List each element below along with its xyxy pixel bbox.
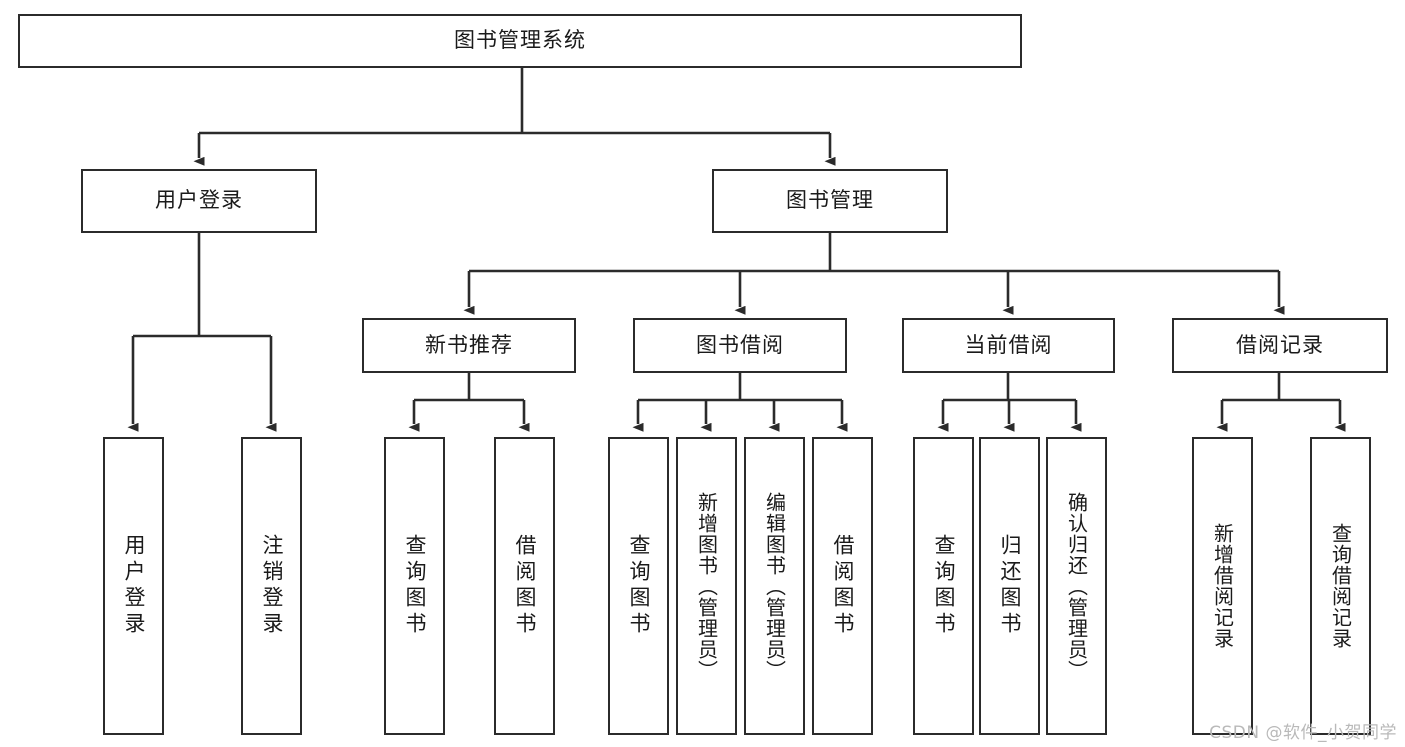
- leaf-borrow-book-2-label: 借阅图书: [831, 534, 855, 638]
- leaf-edit-book[interactable]: 编辑图书（管理员）: [744, 437, 805, 735]
- node-user-login[interactable]: 用户登录: [81, 169, 317, 233]
- leaf-return-book[interactable]: 归还图书: [979, 437, 1040, 735]
- leaf-add-record-label: 新增借阅记录: [1210, 523, 1235, 649]
- node-current-borrow-label: 当前借阅: [964, 332, 1053, 357]
- node-current-borrow[interactable]: 当前借阅: [902, 318, 1115, 373]
- node-book-manage-label: 图书管理: [786, 188, 874, 213]
- leaf-logout[interactable]: 注销登录: [241, 437, 302, 735]
- node-borrow-record[interactable]: 借阅记录: [1172, 318, 1388, 373]
- leaf-borrow-book-2[interactable]: 借阅图书: [812, 437, 873, 735]
- leaf-query-record[interactable]: 查询借阅记录: [1310, 437, 1371, 735]
- leaf-confirm-return[interactable]: 确认归还（管理员）: [1046, 437, 1107, 735]
- node-borrow-record-label: 借阅记录: [1236, 332, 1324, 357]
- leaf-borrow-book-1[interactable]: 借阅图书: [494, 437, 555, 735]
- node-new-book-rec[interactable]: 新书推荐: [362, 318, 576, 373]
- leaf-edit-book-label: 编辑图书（管理员）: [762, 491, 787, 681]
- leaf-query-book-3[interactable]: 查询图书: [913, 437, 974, 735]
- leaf-confirm-return-label: 确认归还（管理员）: [1064, 491, 1089, 681]
- leaf-query-book-3-label: 查询图书: [932, 534, 956, 638]
- leaf-user-login-label: 用户登录: [122, 534, 146, 638]
- leaf-return-book-label: 归还图书: [998, 534, 1022, 638]
- leaf-add-book[interactable]: 新增图书（管理员）: [676, 437, 737, 735]
- node-root-label: 图书管理系统: [454, 28, 586, 53]
- leaf-logout-label: 注销登录: [260, 534, 284, 638]
- node-book-borrow[interactable]: 图书借阅: [633, 318, 847, 373]
- node-new-book-rec-label: 新书推荐: [425, 332, 513, 357]
- leaf-query-book-2-label: 查询图书: [627, 534, 651, 638]
- leaf-query-book-1-label: 查询图书: [403, 534, 427, 638]
- leaf-query-book-1[interactable]: 查询图书: [384, 437, 445, 735]
- leaf-user-login[interactable]: 用户登录: [103, 437, 164, 735]
- node-root[interactable]: 图书管理系统: [18, 14, 1022, 68]
- node-book-manage[interactable]: 图书管理: [712, 169, 948, 233]
- node-book-borrow-label: 图书借阅: [696, 332, 784, 357]
- leaf-add-book-label: 新增图书（管理员）: [694, 491, 719, 681]
- leaf-query-book-2[interactable]: 查询图书: [608, 437, 669, 735]
- node-user-login-label: 用户登录: [155, 188, 243, 213]
- leaf-query-record-label: 查询借阅记录: [1328, 523, 1353, 649]
- leaf-add-record[interactable]: 新增借阅记录: [1192, 437, 1253, 735]
- leaf-borrow-book-1-label: 借阅图书: [513, 534, 537, 638]
